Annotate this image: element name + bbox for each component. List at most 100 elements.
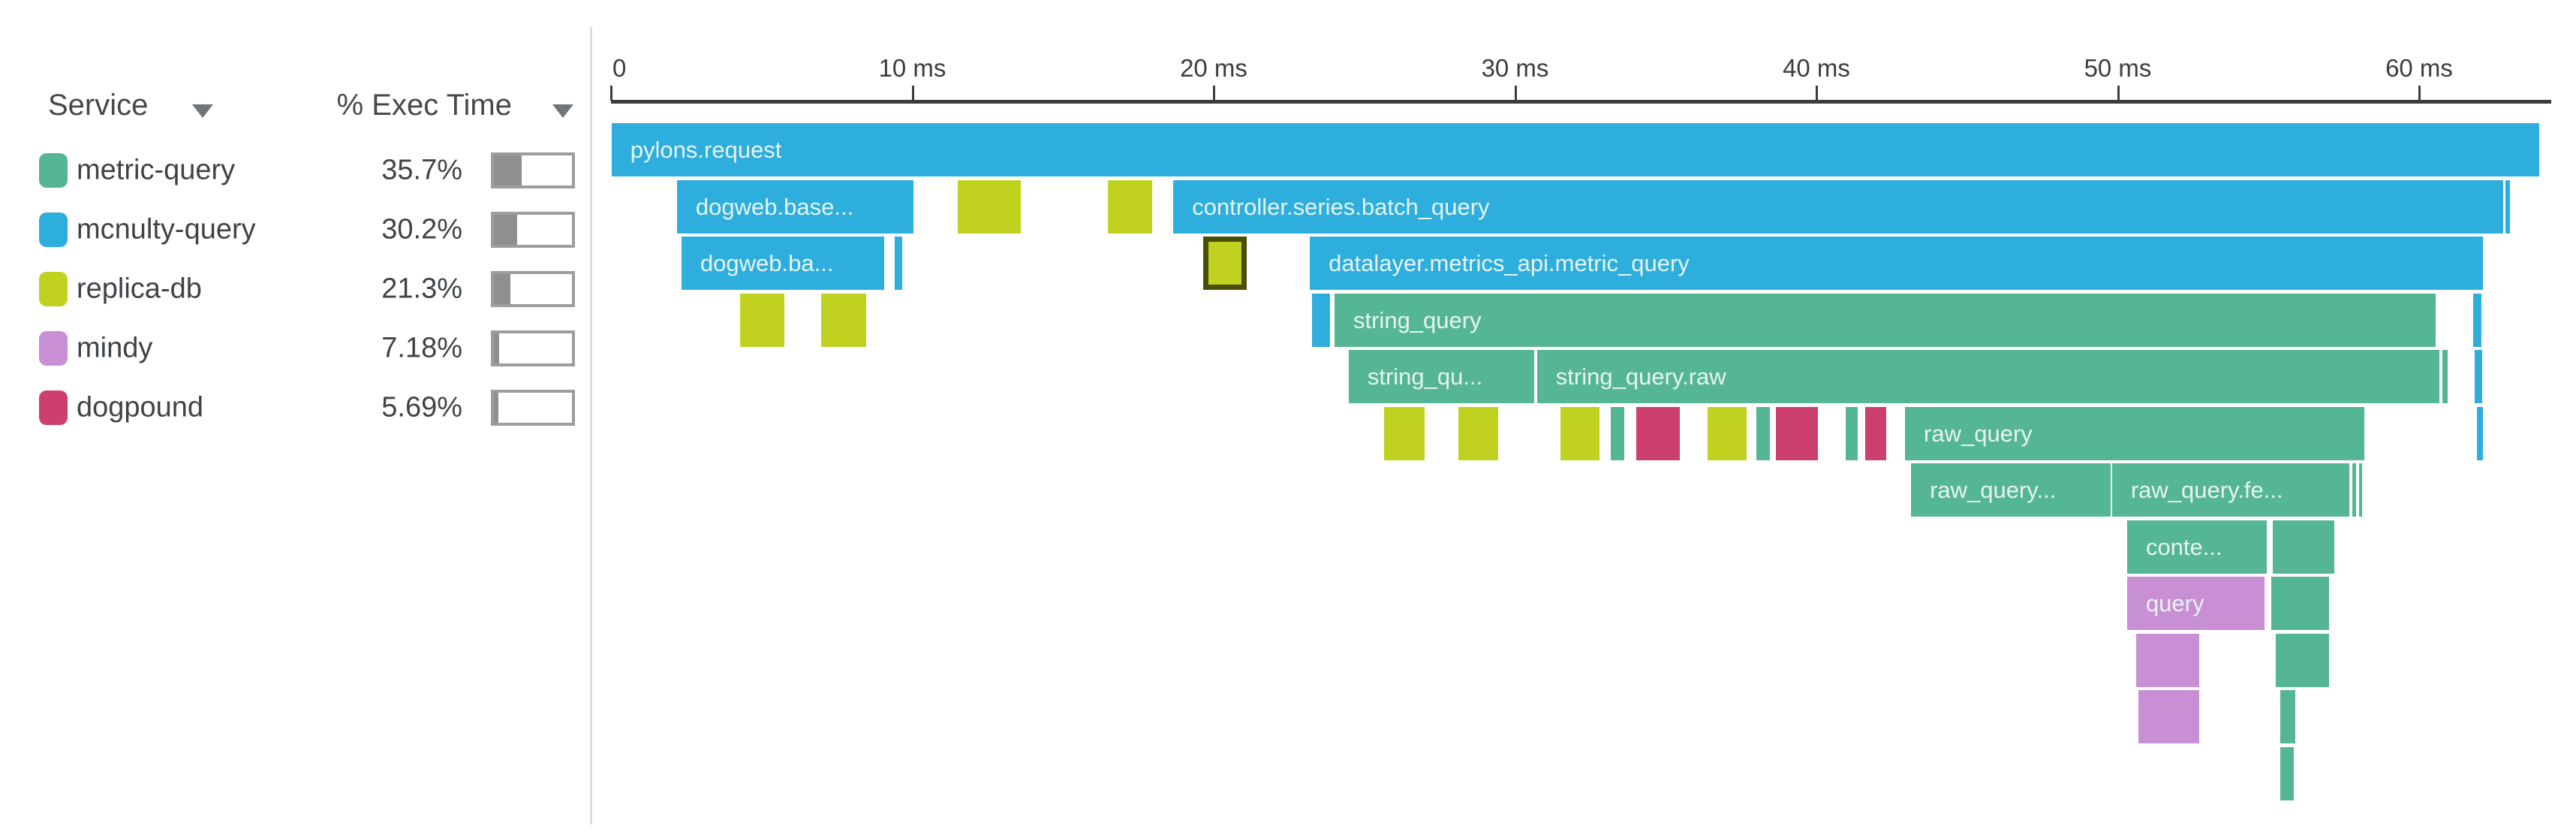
flame-span-raw_query[interactable]: raw_query... <box>1911 463 2111 517</box>
flame-span-string_query.raw[interactable]: string_query.raw <box>1536 350 2439 403</box>
flame-span[interactable] <box>2477 406 2484 460</box>
flame-span-label: dogweb.base... <box>695 193 854 220</box>
flame-span[interactable] <box>2280 690 2295 743</box>
flame-span[interactable] <box>2280 746 2294 800</box>
flame-span-label: raw_query... <box>1930 477 2057 503</box>
flame-span-controller.series.batch_query[interactable]: controller.series.batch_query <box>1173 179 2503 234</box>
flame-span-string_qu[interactable]: string_qu... <box>1348 350 1534 403</box>
flame-span-datalayer.metrics_api.metric_query[interactable]: datalayer.metrics_api.metric_query <box>1310 237 2484 290</box>
legend-row-dogpound[interactable]: dogpound 5.69% <box>0 386 590 430</box>
flame-span[interactable] <box>1108 179 1153 234</box>
service-color-swatch <box>39 331 68 366</box>
exec-time-column-header[interactable]: % Exec Time <box>336 89 512 122</box>
flame-span-label: controller.series.batch_query <box>1192 193 1490 220</box>
flame-span[interactable] <box>2474 350 2482 403</box>
flame-span-query[interactable]: query <box>2126 577 2265 630</box>
exec-time-bar-fill <box>494 215 518 245</box>
flame-span[interactable] <box>2275 633 2329 687</box>
service-sort-caret-icon[interactable] <box>192 104 213 118</box>
flame-span-label: string_query <box>1353 306 1482 333</box>
flame-span[interactable] <box>2352 463 2356 517</box>
service-name: mcnulty-query <box>77 213 256 246</box>
exec-time-sort-caret-icon[interactable] <box>552 104 573 118</box>
tick-label-0ms: 0 <box>612 54 627 82</box>
exec-time-value: 30.2% <box>381 213 462 246</box>
service-column-header[interactable]: Service <box>48 89 149 122</box>
service-color-swatch <box>39 153 68 188</box>
exec-time-value: 7.18% <box>381 332 462 364</box>
flame-span[interactable] <box>1756 406 1771 460</box>
tick-mark <box>2117 86 2120 101</box>
service-name: replica-db <box>77 273 202 305</box>
service-color-swatch <box>39 272 68 306</box>
flame-span[interactable] <box>958 179 1022 234</box>
flame-span-label: raw_query <box>1924 420 2033 447</box>
service-color-swatch <box>39 390 68 425</box>
flame-span-label: raw_query.fe... <box>2130 477 2283 503</box>
tick-label-20ms: 20 ms <box>1180 54 1247 82</box>
flame-span[interactable] <box>1865 406 1887 460</box>
flame-span-dogweb.base[interactable]: dogweb.base... <box>676 179 914 234</box>
flame-span[interactable] <box>1776 406 1818 460</box>
exec-time-value: 5.69% <box>381 391 462 424</box>
tick-mark <box>911 86 914 101</box>
tick-label-10ms: 10 ms <box>878 54 946 82</box>
service-name: dogpound <box>77 391 204 424</box>
flame-span-label: pylons.request <box>630 137 782 163</box>
flame-span[interactable] <box>2271 577 2329 630</box>
tick-label-50ms: 50 ms <box>2084 54 2152 82</box>
service-name: mindy <box>77 332 153 364</box>
flame-span[interactable] <box>2135 633 2199 687</box>
flame-span-string_query[interactable]: string_query <box>1335 293 2436 347</box>
flame-span-label: conte... <box>2145 533 2222 560</box>
flame-span[interactable] <box>2272 520 2334 574</box>
flame-span-label: string_qu... <box>1367 363 1483 390</box>
legend-row-mindy[interactable]: mindy 7.18% <box>0 327 590 370</box>
tick-label-60ms: 60 ms <box>2385 54 2453 82</box>
flame-span-label: query <box>2145 590 2204 616</box>
flame-span-label: datalayer.metrics_api.metric_query <box>1329 250 1690 276</box>
flame-span-raw_query[interactable]: raw_query <box>1905 406 2364 460</box>
flame-span[interactable] <box>2505 179 2510 234</box>
tick-label-40ms: 40 ms <box>1783 54 1850 82</box>
flame-span[interactable] <box>1311 293 1330 347</box>
tick-mark <box>1213 86 1215 101</box>
flame-span[interactable] <box>2442 350 2448 403</box>
exec-time-bar <box>491 271 575 307</box>
service-color-swatch <box>39 213 68 247</box>
flame-span[interactable] <box>2359 463 2363 517</box>
tick-mark <box>1514 86 1517 101</box>
flame-span[interactable] <box>894 237 902 290</box>
flame-span[interactable] <box>1383 406 1425 460</box>
panel-divider <box>590 27 592 824</box>
flame-span[interactable] <box>739 293 784 347</box>
flame-span[interactable] <box>1560 406 1600 460</box>
exec-time-bar <box>491 212 575 248</box>
time-axis-line <box>611 100 2551 104</box>
service-name: metric-query <box>77 154 236 186</box>
flame-span[interactable] <box>2138 690 2199 743</box>
flame-span[interactable] <box>1611 406 1625 460</box>
legend-row-metric-query[interactable]: metric-query 35.7% <box>0 149 590 192</box>
exec-time-bar-fill <box>494 333 500 363</box>
flame-span[interactable] <box>1458 406 1498 460</box>
flame-span[interactable] <box>1202 237 1247 290</box>
flame-span[interactable] <box>2472 293 2481 347</box>
flame-span-raw_query.fe[interactable]: raw_query.fe... <box>2111 463 2349 517</box>
flame-span-dogweb.ba[interactable]: dogweb.ba... <box>681 237 884 290</box>
flame-span[interactable] <box>1845 406 1858 460</box>
legend-row-mcnulty-query[interactable]: mcnulty-query 30.2% <box>0 208 590 252</box>
tick-mark <box>2418 86 2421 101</box>
flame-span[interactable] <box>820 293 866 347</box>
flame-span-pylons.request[interactable]: pylons.request <box>611 123 2539 176</box>
flame-span[interactable] <box>1636 406 1680 460</box>
exec-time-value: 35.7% <box>381 154 462 186</box>
exec-time-bar-fill <box>494 274 511 304</box>
flame-span-conte[interactable]: conte... <box>2126 520 2267 574</box>
flame-span-label: string_query.raw <box>1555 363 1726 390</box>
exec-time-bar <box>491 330 575 366</box>
tick-label-30ms: 30 ms <box>1481 54 1549 82</box>
flame-span[interactable] <box>1708 406 1747 460</box>
